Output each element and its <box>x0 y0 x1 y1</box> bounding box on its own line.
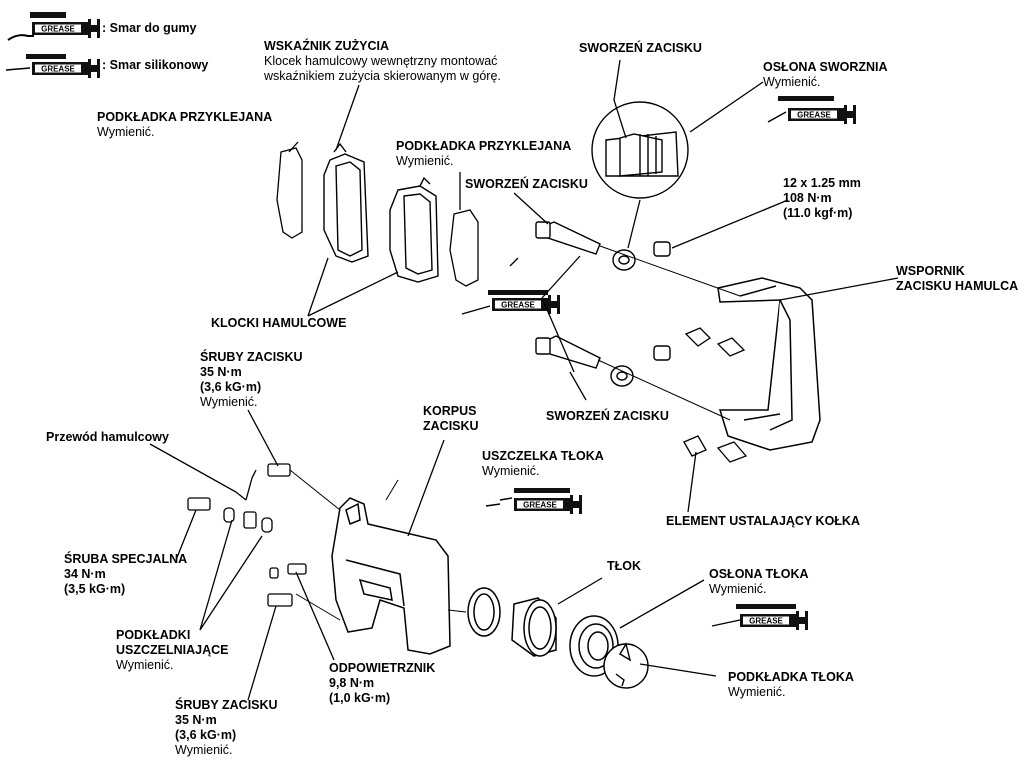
leader-lines <box>149 59 899 701</box>
shim-outer <box>276 147 303 239</box>
label-line: 35 N·m <box>175 713 217 727</box>
legend-rubber-grease: : Smar do gumy <box>102 21 197 35</box>
label-brake-hose: Przewód hamulcowy <box>46 430 169 445</box>
label-line: 12 x 1.25 mm <box>783 176 861 190</box>
hardware <box>187 463 307 607</box>
label-piston-seal: USZCZELKA TŁOKA Wymienić. <box>482 449 604 479</box>
label-line: KORPUS <box>423 404 477 418</box>
pin-detail-inset <box>591 101 689 199</box>
caliper-pin-lower <box>535 335 601 369</box>
label-caliper-pin-top: SWORZEŃ ZACISKU <box>579 41 702 56</box>
label-retainer: ELEMENT USTALAJĄCY KOŁKA <box>666 514 860 529</box>
label-bracket: WSPORNIK ZACISKU HAMULCA <box>896 264 1018 294</box>
legend-silicone-grease: : Smar silikonowy <box>102 58 209 72</box>
label-note: Wymienić. <box>175 743 233 757</box>
grease-tube-icon <box>767 96 856 124</box>
label-line: (3,6 kG·m) <box>200 380 262 394</box>
label-line: 35 N·m <box>200 365 242 379</box>
retainer-clips <box>683 327 748 463</box>
label-bleeder: ODPOWIETRZNIK 9,8 N·m (1,0 kG·m) <box>329 661 435 706</box>
label-title: ŚRUBA SPECJALNA <box>64 552 188 566</box>
label-title: PODKŁADKA TŁOKA <box>728 670 854 684</box>
label-note: wskaźnikiem zużycia skierowanym w górę. <box>264 69 501 83</box>
label-line: (1,0 kG·m) <box>329 691 391 705</box>
grease-tube-icon <box>461 290 560 315</box>
label-bolt-spec: 12 x 1.25 mm 108 N·m (11.0 kgf·m) <box>783 176 861 221</box>
label-note: Wymienić. <box>763 75 821 89</box>
caliper-pin-upper <box>535 221 601 255</box>
label-line: 108 N·m <box>783 191 832 205</box>
grease-tube-icon <box>485 488 582 514</box>
label-line: WSPORNIK <box>896 264 965 278</box>
label-title: ODPOWIETRZNIK <box>329 661 436 675</box>
label-caliper-bolts-low: ŚRUBY ZACISKU 35 N·m (3,6 kG·m) Wymienić… <box>175 698 278 758</box>
pin-boot-lower <box>610 365 634 387</box>
label-piston-boot: OSŁONA TŁOKA Wymienić. <box>709 567 809 597</box>
label-line: (3,5 kG·m) <box>64 582 126 596</box>
label-line: PODKŁADKI <box>116 628 191 642</box>
label-title: OSŁONA TŁOKA <box>709 567 809 581</box>
label-wear-indicator: WSKAŹNIK ZUŻYCIA Klocek hamulcowy wewnęt… <box>264 39 501 84</box>
grease-tube-icon <box>711 604 808 630</box>
shim-inner <box>449 209 479 287</box>
label-title: SWORZEŃ ZACISKU <box>546 409 669 423</box>
label-special-bolt: ŚRUBA SPECJALNA 34 N·m (3,5 kG·m) <box>64 552 187 597</box>
label-title: ELEMENT USTALAJĄCY KOŁKA <box>666 514 860 528</box>
rubber-grease-tube-icon <box>7 12 100 41</box>
label-note: Wymienić. <box>97 125 155 139</box>
label-sealing-washers: PODKŁADKI USZCZELNIAJĄCE Wymienić. <box>116 628 229 673</box>
label-brake-pads: KLOCKI HAMULCOWE <box>211 316 346 331</box>
label-line: 9,8 N·m <box>329 676 375 690</box>
label-title: WSKAŹNIK ZUŻYCIA <box>264 39 389 53</box>
label-title: KLOCKI HAMULCOWE <box>211 316 347 330</box>
label-title: ŚRUBY ZACISKU <box>200 350 303 364</box>
label-note: Wymienić. <box>709 582 767 596</box>
piston-boot <box>569 615 619 677</box>
label-title: PODKŁADKA PRZYKLEJANA <box>396 139 572 153</box>
label-piston-shim: PODKŁADKA TŁOKA Wymienić. <box>728 670 854 700</box>
piston-seal <box>467 587 501 637</box>
bracket-bolt <box>653 241 671 361</box>
label-title: TŁOK <box>607 559 642 573</box>
label-line: (3,6 kG·m) <box>175 728 237 742</box>
brake-pad-inner <box>389 176 439 283</box>
caliper-body <box>331 497 451 655</box>
label-title: Przewód hamulcowy <box>46 430 169 444</box>
caliper-bracket <box>717 277 821 451</box>
brake-pad-outer <box>323 142 369 263</box>
label-title: SWORZEŃ ZACISKU <box>579 41 702 55</box>
label-line: (11.0 kgf·m) <box>783 206 853 220</box>
pin-boot-upper <box>612 249 636 271</box>
label-title: PODKŁADKA PRZYKLEJANA <box>97 110 273 124</box>
label-note: Klocek hamulcowy wewnętrzny montować <box>264 54 498 68</box>
piston <box>511 597 557 657</box>
label-note: Wymienić. <box>396 154 454 168</box>
label-line: ZACISKU HAMULCA <box>896 279 1019 293</box>
label-note: Wymienić. <box>482 464 540 478</box>
label-caliper-pin-low: SWORZEŃ ZACISKU <box>546 409 669 424</box>
label-piston: TŁOK <box>607 559 641 574</box>
label-title: ŚRUBY ZACISKU <box>175 698 278 712</box>
label-line: 34 N·m <box>64 567 106 581</box>
label-caliper-pin-mid: SWORZEŃ ZACISKU <box>465 177 588 192</box>
silicone-grease-tube-icon <box>5 54 100 78</box>
assembly-axes <box>289 245 741 621</box>
label-pin-boot: OSŁONA SWORZNIA Wymienić. <box>763 60 888 90</box>
label-title: OSŁONA SWORZNIA <box>763 60 888 74</box>
label-title: USZCZELKA TŁOKA <box>482 449 604 463</box>
piston-shim <box>603 642 649 689</box>
label-title: SWORZEŃ ZACISKU <box>465 177 588 191</box>
label-line: ZACISKU <box>423 419 479 433</box>
label-shim-mid: PODKŁADKA PRZYKLEJANA Wymienić. <box>396 139 571 169</box>
label-caliper-body: KORPUS ZACISKU <box>423 404 479 434</box>
label-note: Wymienić. <box>200 395 258 409</box>
label-note: Wymienić. <box>728 685 786 699</box>
label-caliper-bolts-top: ŚRUBY ZACISKU 35 N·m (3,6 kG·m) Wymienić… <box>200 350 303 410</box>
label-line: USZCZELNIAJĄCE <box>116 643 229 657</box>
label-shim-left: PODKŁADKA PRZYKLEJANA Wymienić. <box>97 110 272 140</box>
label-note: Wymienić. <box>116 658 174 672</box>
